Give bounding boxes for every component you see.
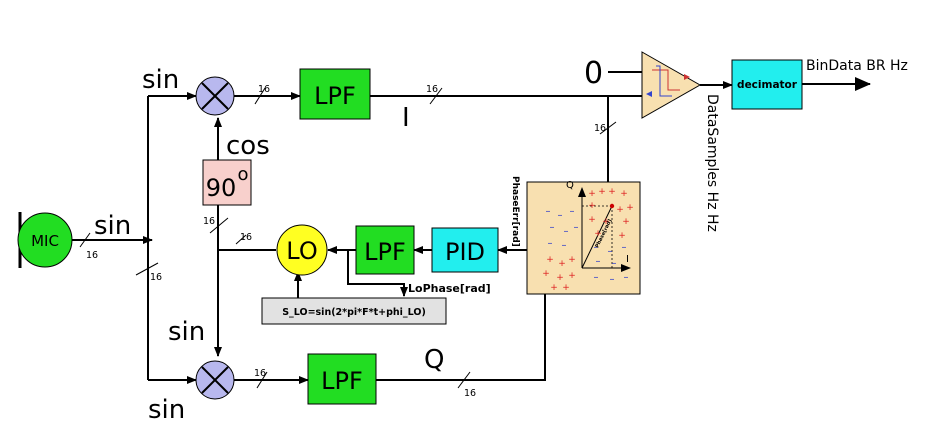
svg-text:–: – [594, 242, 599, 253]
svg-text:+: + [568, 255, 576, 265]
pid-block [431, 227, 499, 273]
svg-text:+: + [626, 203, 634, 213]
lo-block [276, 224, 328, 276]
lo-label: LO [286, 237, 317, 265]
svg-text:+: + [620, 189, 628, 199]
svg-text:–: – [622, 242, 627, 253]
bus-width-i-down: 16 [594, 123, 606, 134]
bus-width-mixer-bottom-out: 16 [254, 368, 266, 379]
bus-width-mixer-top-out: 16 [258, 84, 270, 95]
label-cos: cos [226, 131, 270, 161]
svg-text:–: – [596, 256, 601, 267]
svg-text:+: + [550, 283, 558, 293]
svg-text:+: + [546, 255, 554, 265]
svg-text:–: – [610, 274, 615, 285]
svg-text:+: + [608, 187, 616, 197]
svg-text:–: – [624, 272, 629, 283]
svg-text:–: – [574, 222, 579, 233]
bus-width-lo-line: 16 [240, 232, 252, 243]
svg-text:–: – [594, 272, 599, 283]
label-datasamples: DataSamples Hz Hz [704, 94, 720, 232]
svg-text:–: – [612, 258, 617, 269]
pid-label: PID [445, 238, 485, 266]
label-zero: 0 [584, 56, 603, 91]
bus-width-split-lower: 16 [150, 272, 162, 283]
label-sin-input: sin [94, 211, 131, 241]
label-sin-bottom: sin [148, 395, 185, 425]
svg-text:–: – [564, 226, 569, 237]
decimator-label: decimator [737, 79, 798, 91]
label-sin-top: sin [142, 65, 179, 95]
svg-text:+: + [568, 271, 576, 281]
wire-lophase [347, 250, 408, 297]
svg-text:+: + [622, 217, 630, 227]
svg-text:–: – [608, 246, 613, 257]
bus-width-mic-out: 16 [86, 250, 98, 261]
bus-width-q-line: 16 [464, 388, 476, 399]
label-phase-err: PhaseErr[rad] [510, 176, 520, 247]
mic-label: MIC [31, 232, 59, 250]
phase-shift-block [202, 159, 252, 206]
bus-width-cos-path: 16 [203, 216, 215, 227]
formula-text: S_LO=sin(2*pi*F*t+phi_LO) [282, 307, 426, 318]
svg-text:–: – [548, 238, 553, 249]
svg-text:+: + [588, 189, 596, 199]
mixer-top [195, 76, 235, 116]
svg-text:–: – [558, 210, 563, 221]
svg-text:–: – [550, 222, 555, 233]
phase-shift-label: 90 [206, 174, 237, 202]
plot-i-label: I [626, 254, 629, 265]
svg-text:+: + [588, 201, 596, 211]
decimator-block [731, 59, 803, 110]
label-q: Q [424, 345, 444, 375]
svg-text:+: + [562, 283, 570, 293]
svg-text:+: + [602, 217, 610, 227]
svg-text:+: + [618, 231, 626, 241]
mic-block [17, 212, 73, 268]
formula-box [261, 297, 447, 325]
svg-text:–: – [570, 206, 575, 217]
svg-text:+: + [616, 205, 624, 215]
lpf-bottom-block [307, 353, 377, 405]
lpf-bottom-label: LPF [321, 367, 363, 395]
lpf-top-label: LPF [314, 82, 356, 110]
lpf-loop-block [355, 225, 415, 275]
svg-text:–: – [562, 240, 567, 251]
svg-text:+: + [598, 187, 606, 197]
phase-shift-degree: o [237, 164, 248, 185]
svg-text:–: – [546, 206, 551, 217]
label-sin-lower: sin [168, 317, 205, 347]
svg-text:+: + [558, 259, 566, 269]
svg-text:+: + [588, 215, 596, 225]
plot-q-label: Q [566, 180, 574, 191]
lpf-loop-label: LPF [364, 238, 406, 266]
phase-detector: ++++ +++ +++ ++ +++ +++ ++ ––– ––– –– ––… [526, 181, 641, 295]
svg-text:+: + [594, 229, 602, 239]
label-i: I [402, 103, 410, 133]
label-lo-phase: LoPhase[rad] [408, 282, 491, 295]
label-bindata: BinData BR Hz [806, 58, 908, 74]
svg-text:+: + [556, 273, 564, 283]
bus-ticks [79, 87, 617, 389]
svg-text:+: + [542, 269, 550, 279]
mixer-bottom [195, 360, 235, 400]
lpf-top-block [299, 68, 371, 120]
bus-width-i-line: 16 [426, 84, 438, 95]
comparator [641, 51, 702, 119]
